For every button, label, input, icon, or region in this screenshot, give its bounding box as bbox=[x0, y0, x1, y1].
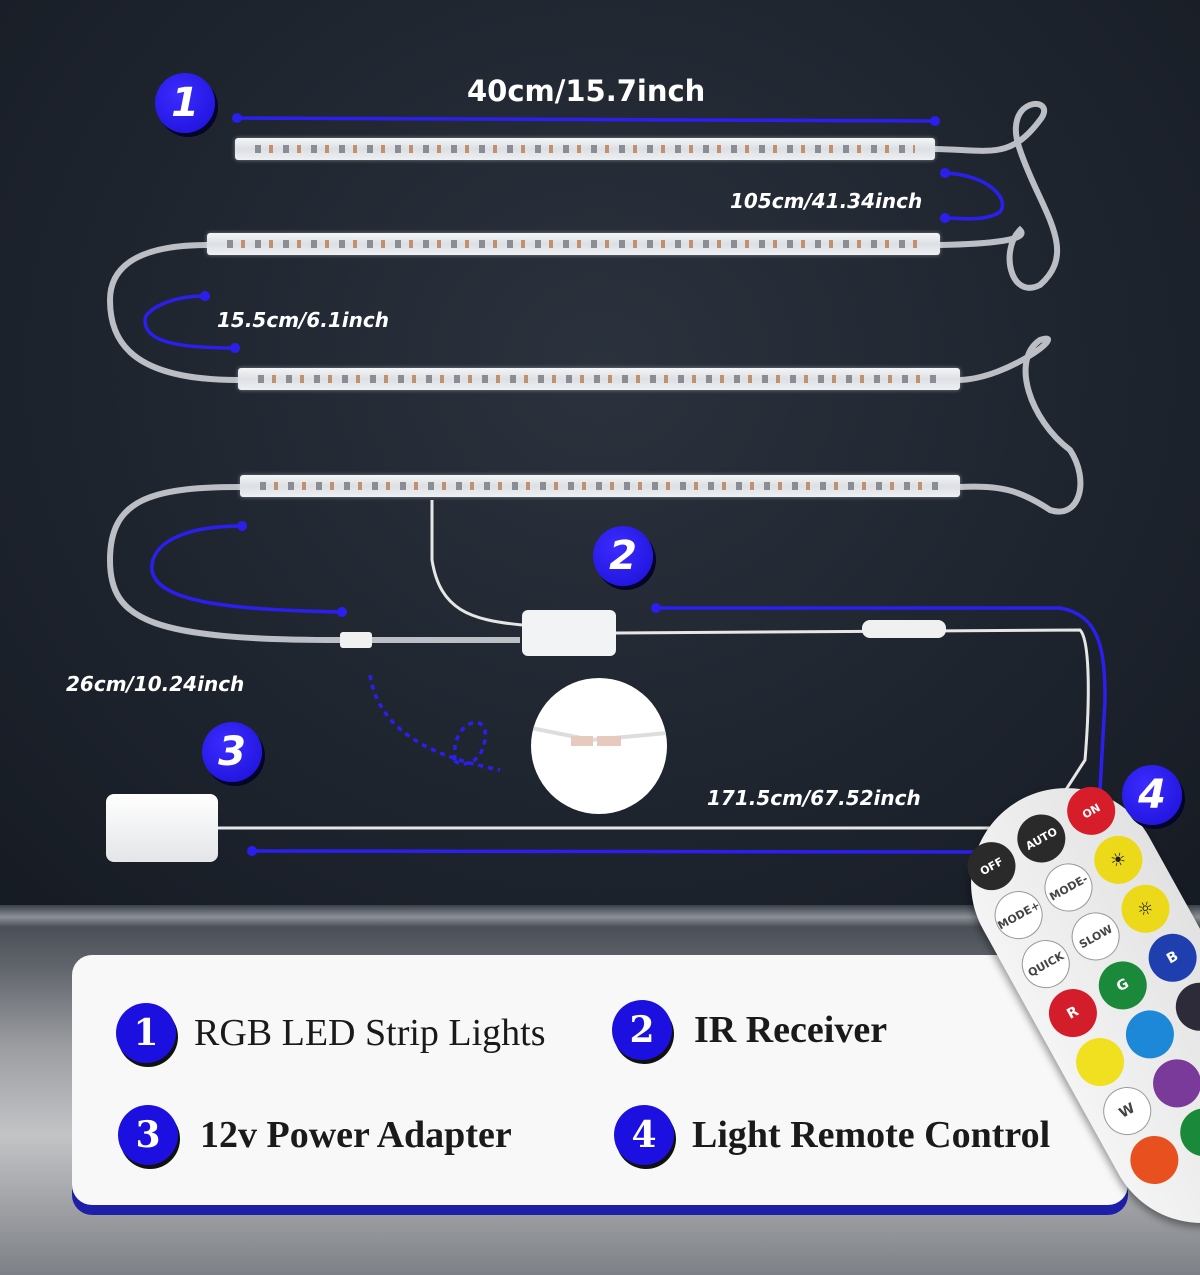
led-strip-1 bbox=[235, 138, 935, 160]
legend-item-2: 2 IR Receiver bbox=[612, 1000, 887, 1060]
legend-label: Light Remote Control bbox=[692, 1114, 1051, 1156]
cable-1-length-label: 105cm/41.34inch bbox=[730, 189, 923, 213]
strip-length-label: 40cm/15.7inch bbox=[467, 74, 706, 108]
legend-card: 1 RGB LED Strip Lights 2 IR Receiver 3 1… bbox=[72, 955, 1128, 1205]
remote-button-color bbox=[1067, 1029, 1133, 1095]
legend-item-1: 1 RGB LED Strip Lights bbox=[116, 1003, 546, 1063]
led-strip-3 bbox=[238, 368, 960, 390]
remote-button-w: W bbox=[1094, 1078, 1160, 1144]
ir-receiver bbox=[522, 610, 616, 656]
power-adapter bbox=[106, 794, 218, 862]
legend-label: IR Receiver bbox=[694, 1009, 888, 1051]
connector-detail-image bbox=[531, 678, 667, 814]
legend-number: 2 bbox=[612, 1000, 672, 1060]
remote-button-color bbox=[1144, 1050, 1200, 1117]
legend-number: 3 bbox=[118, 1105, 178, 1165]
remote-button-brightness-down: ☼ bbox=[1112, 876, 1179, 942]
legend-number: 1 bbox=[116, 1003, 176, 1063]
badge-4: 4 bbox=[1122, 765, 1182, 825]
remote-button-brightness-up: ☀ bbox=[1085, 827, 1151, 893]
legend-label: 12v Power Adapter bbox=[200, 1114, 512, 1156]
badge-1: 1 bbox=[155, 73, 215, 133]
badge-3: 3 bbox=[202, 722, 262, 782]
legend-number: 4 bbox=[614, 1105, 674, 1165]
led-strip-4 bbox=[240, 475, 960, 497]
cables-and-dimension-lines bbox=[106, 100, 1107, 856]
cable-2-length-label: 15.5cm/6.1inch bbox=[217, 308, 389, 332]
remote-button-slow: SLOW bbox=[1063, 903, 1129, 970]
led-strip-2 bbox=[207, 233, 940, 255]
remote-button-mode-plus: MODE+ bbox=[986, 882, 1052, 948]
cable-3-length-label: 26cm/10.24inch bbox=[66, 672, 245, 696]
power-cable-length-label: 171.5cm/67.52inch bbox=[707, 786, 921, 810]
badge-2: 2 bbox=[593, 526, 653, 586]
legend-label: RGB LED Strip Lights bbox=[194, 1012, 546, 1054]
legend-item-3: 3 12v Power Adapter bbox=[118, 1105, 512, 1165]
legend-item-4: 4 Light Remote Control bbox=[614, 1105, 1050, 1165]
remote-button-quick: QUICK bbox=[1013, 931, 1079, 997]
remote-button-g: G bbox=[1090, 952, 1156, 1019]
remote-button-color bbox=[1117, 1001, 1183, 1068]
remote-button-mode-minus: MODE- bbox=[1035, 854, 1102, 921]
remote-button-auto: AUTO bbox=[1008, 805, 1074, 872]
remote-button-b: B bbox=[1140, 925, 1200, 991]
remote-button-r: R bbox=[1040, 980, 1106, 1046]
remote-button-color bbox=[1121, 1127, 1188, 1193]
